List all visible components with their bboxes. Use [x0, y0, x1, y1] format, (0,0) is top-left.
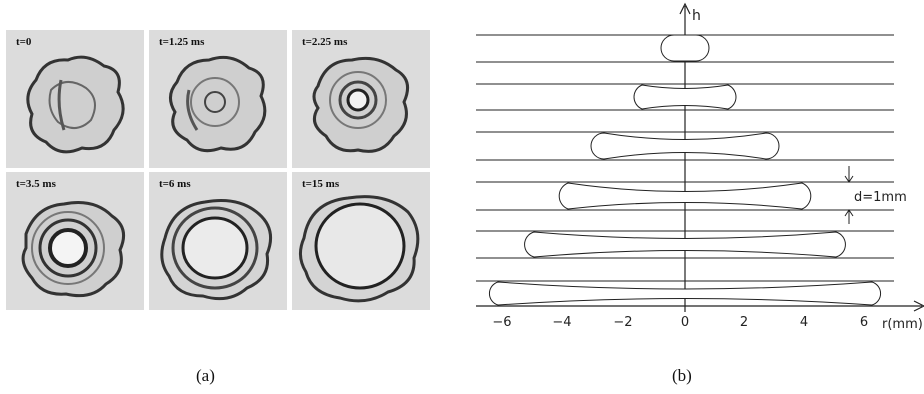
tick-label: −6 — [492, 315, 511, 330]
frame-t3: t=3.5 ms — [6, 172, 144, 310]
frame-t0: t=0 — [6, 30, 144, 168]
frame-time-label: t=3.5 ms — [16, 178, 56, 190]
thickness-annotation — [844, 166, 854, 224]
frame-t5: t=15 ms — [292, 172, 430, 310]
splash-image — [26, 55, 125, 154]
lamella-profiles — [489, 34, 881, 306]
h-axis-label: h — [692, 8, 701, 24]
frame-time-label: t=6 ms — [159, 178, 191, 190]
lamella-shape-1 — [660, 34, 710, 62]
h-axis-arrow-icon — [679, 2, 691, 15]
tick-label: 0 — [681, 315, 689, 330]
lamella-shape-4 — [558, 182, 812, 210]
lamella-shape-3 — [590, 132, 780, 160]
tick-label: 4 — [800, 315, 808, 330]
lamella-shape-6 — [489, 281, 881, 306]
tick-label: −2 — [613, 315, 632, 330]
splash-image — [160, 199, 273, 301]
frame-t2: t=2.25 ms — [292, 30, 430, 168]
caption-b: (b) — [672, 366, 692, 385]
tick-label: 2 — [740, 315, 748, 330]
frame-t1: t=1.25 ms — [149, 30, 287, 168]
lamella-shape-2 — [633, 84, 737, 110]
thickness-label: d=1mm — [854, 190, 907, 205]
r-axis-label: r(mm) — [882, 317, 923, 332]
frame-t4: t=6 ms — [149, 172, 287, 310]
tick-label: 6 — [860, 315, 868, 330]
frame-time-label: t=15 ms — [302, 178, 340, 190]
frame-time-label: t=1.25 ms — [159, 36, 205, 48]
frame-time-label: t=2.25 ms — [302, 36, 348, 48]
caption-a: (a) — [196, 366, 215, 385]
frame-time-label: t=0 — [16, 36, 32, 48]
r-axis-arrow-icon — [913, 300, 924, 312]
tick-label: −4 — [552, 315, 571, 330]
lamella-shape-5 — [524, 231, 846, 258]
lamella-diagram: h r(mm) −6 −4 −2 0 2 4 6 d=1mm — [476, 2, 924, 332]
splash-image — [299, 195, 420, 303]
splash-image — [21, 201, 126, 298]
photo-sequence-panel: t=0 t=1.25 ms t=2.25 ms t=3.5 ms — [0, 0, 440, 320]
splash-image — [312, 56, 410, 153]
splash-image — [169, 55, 267, 153]
